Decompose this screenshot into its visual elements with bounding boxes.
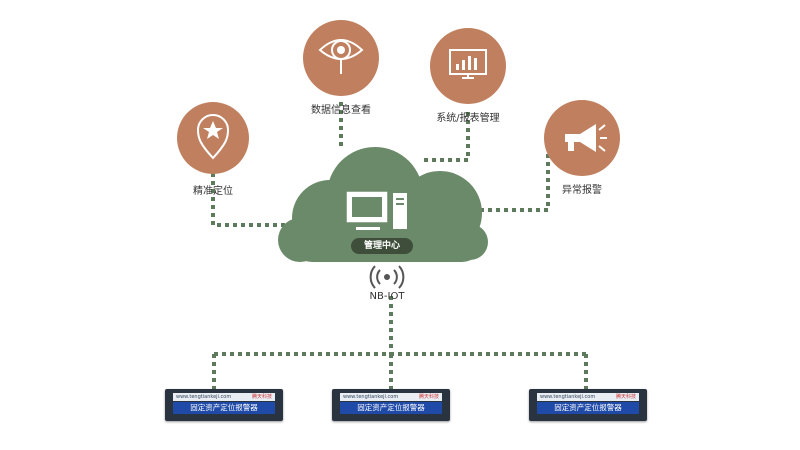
node-label-alarm: 异常报警 (562, 185, 602, 196)
connector-positioning (211, 165, 300, 227)
device-url: www.tengtiankeji.com (343, 394, 399, 400)
wireless-signal-icon (369, 265, 405, 289)
device-label: 固定资产定位报警器 (173, 402, 275, 414)
device-brand: 腾天科技 (251, 394, 272, 400)
computer-icon (346, 191, 407, 230)
node-label-system-report: 系统/报表管理 (436, 113, 500, 124)
device-label: 固定资产定位报警器 (537, 402, 639, 414)
device-brand: 腾天科技 (615, 394, 636, 400)
device-url: www.tengtiankeji.com (176, 394, 232, 400)
device-card: www.tengtiankeji.com 腾天科技 固定资产定位报警器 (529, 389, 647, 421)
connector-alarm (470, 148, 560, 212)
network-label: NB-IOT (369, 291, 405, 302)
device-brand: 腾天科技 (418, 394, 439, 400)
monitor-chart-icon (449, 49, 487, 79)
node-circle-positioning (177, 102, 249, 174)
device-card: www.tengtiankeji.com 腾天科技 固定资产定位报警器 (165, 389, 283, 421)
device-card: www.tengtiankeji.com 腾天科技 固定资产定位报警器 (332, 389, 450, 421)
hub-label: 管理中心 (351, 238, 413, 254)
eye-magnifier-icon (318, 39, 364, 74)
device-label: 固定资产定位报警器 (340, 402, 442, 414)
device-url: www.tengtiankeji.com (540, 394, 596, 400)
node-label-positioning: 精准定位 (193, 186, 233, 197)
node-label-data-view: 数据信息查看 (311, 105, 371, 116)
megaphone-icon (565, 124, 607, 152)
location-star-icon (196, 114, 230, 160)
connector-system-report (420, 112, 470, 162)
